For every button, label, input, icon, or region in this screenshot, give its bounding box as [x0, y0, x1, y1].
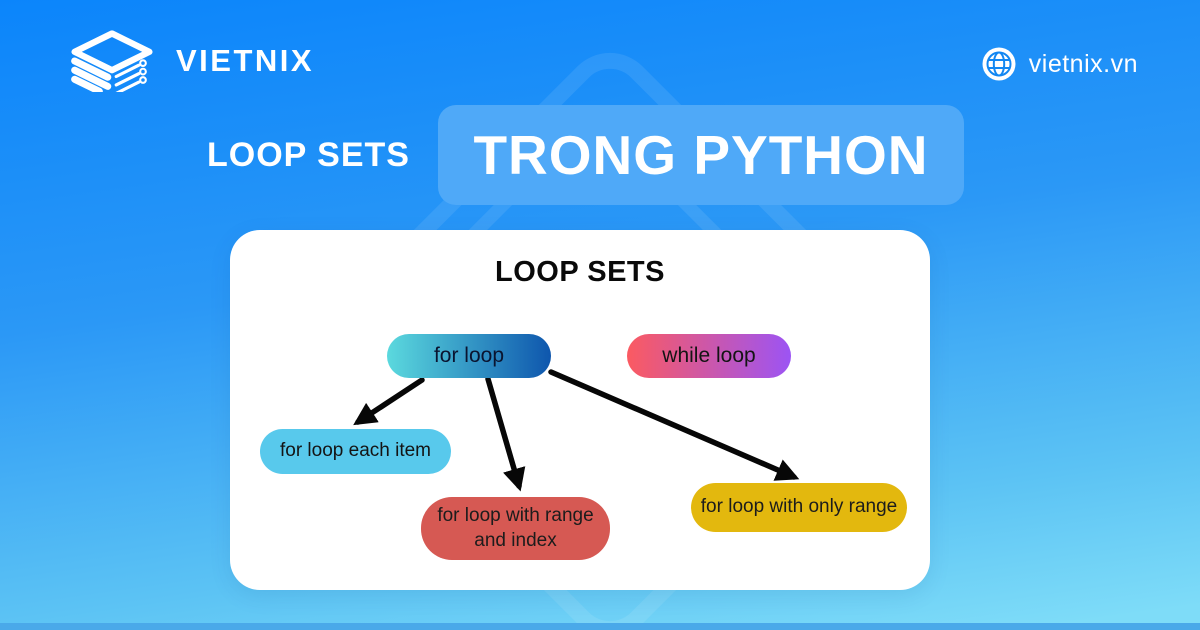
- globe-icon: [981, 46, 1017, 82]
- node-for-loop-each-item: for loop each item: [260, 429, 451, 474]
- node-for-loop-range-index: for loop with range and index: [421, 497, 610, 560]
- title-highlight-box: TRONG PYTHON: [437, 105, 964, 205]
- arrow-connectors: [353, 369, 800, 492]
- diagram-heading: LOOP SETS: [495, 256, 665, 288]
- brand-logo: VIETNIX: [64, 30, 315, 95]
- node-for-loop: for loop: [387, 334, 551, 378]
- brand-name: VIETNIX: [176, 43, 315, 78]
- website-url: vietnix.vn: [1028, 49, 1138, 78]
- website-badge: vietnix.vn: [981, 46, 1138, 82]
- diagram-card: LOOP SETS for loop while loop for loop e…: [230, 230, 930, 590]
- node-for-loop-only-range: for loop with only range: [691, 483, 907, 532]
- vietnix-stack-icon: [64, 30, 160, 95]
- bottom-edge-strip: [0, 623, 1200, 630]
- title-prefix: LOOP SETS: [207, 135, 410, 174]
- page-title: LOOP SETS TRONG PYTHON: [207, 105, 964, 205]
- node-while-loop: while loop: [627, 334, 791, 378]
